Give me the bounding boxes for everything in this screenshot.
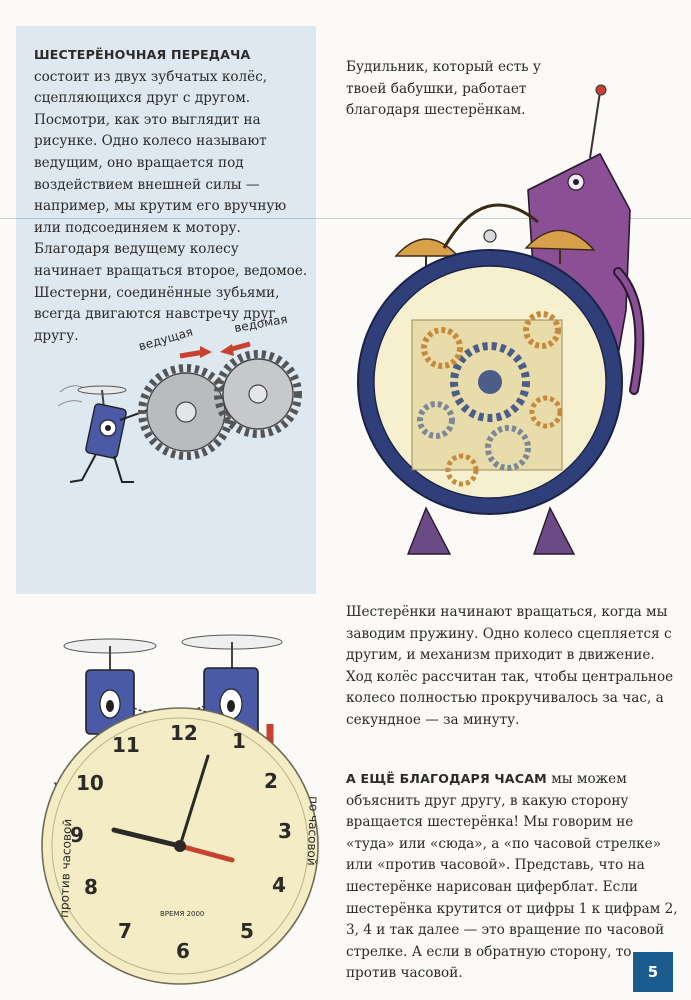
driving-gear-label: ведущая [137, 325, 194, 354]
robot-antenna-icon [589, 84, 607, 159]
mechanism-gears-icon [417, 311, 563, 487]
alarm-clock-caption: Будильник, который есть у твоей бабушки,… [346, 59, 541, 119]
clock-handle-icon [442, 203, 539, 249]
numeral-9: 9 [70, 823, 84, 847]
clock-direction-body: мы можем объяснить друг другу, в какую с… [346, 771, 678, 982]
second-hand [177, 843, 235, 863]
robot-left-icon [85, 669, 135, 735]
alarm-clock-illustration [357, 84, 645, 555]
gear-transmission-body: состоит из двух зубчатых колёс, сцепляющ… [34, 68, 308, 344]
dial-numerals: 12 1 2 3 4 5 6 7 8 9 10 11 [70, 721, 292, 963]
gear-pair-illustration: ведущая ведомая [57, 312, 302, 483]
robot-icon [69, 403, 149, 483]
motion-lines [57, 385, 85, 407]
rotation-arrows [179, 341, 251, 359]
dial-text: ВРЕМЯ 2000 [160, 910, 204, 918]
gear-transmission-text: ШЕСТЕРЁНОЧНАЯ ПЕРЕДАЧА состоит из двух з… [34, 44, 310, 347]
gear-transmission-panel [16, 26, 316, 594]
numeral-12: 12 [170, 721, 198, 745]
numeral-5: 5 [240, 919, 254, 943]
clock-dial-icon [41, 707, 319, 985]
spring-paragraph: Шестерёнки начинают вращаться, когда мы … [346, 604, 674, 728]
clock-dial-illustration: 12 1 2 3 4 5 6 7 8 9 10 11 ВРЕМЯ 2000 пр… [41, 634, 321, 985]
page-number: 5 [633, 952, 673, 992]
driven-gear-icon [214, 350, 302, 438]
numeral-4: 4 [272, 873, 286, 897]
clockwise-label: по часовой [305, 796, 321, 866]
numeral-6: 6 [176, 939, 190, 963]
propeller-right-icon [181, 634, 283, 668]
clock-direction-heading: А ЕЩЁ БЛАГОДАРЯ ЧАСАМ [346, 771, 547, 786]
numeral-1: 1 [232, 729, 246, 753]
hour-hand [111, 827, 183, 849]
propeller-left-icon [63, 638, 157, 672]
bell-right-icon [524, 229, 596, 264]
numeral-3: 3 [278, 819, 292, 843]
numeral-10: 10 [76, 771, 104, 795]
numeral-11: 11 [112, 733, 140, 757]
clock-direction-text: А ЕЩЁ БЛАГОДАРЯ ЧАСАМ мы можем объяснить… [346, 768, 682, 985]
numeral-2: 2 [264, 769, 278, 793]
clock-feet-icon [406, 506, 576, 555]
driven-gear-label: ведомая [233, 312, 288, 335]
fold-line [0, 218, 691, 219]
numeral-8: 8 [84, 875, 98, 899]
minute-hand [178, 754, 210, 848]
counterclockwise-label: против часовой [57, 819, 74, 919]
numeral-7: 7 [118, 919, 132, 943]
gear-transmission-heading: ШЕСТЕРЁНОЧНАЯ ПЕРЕДАЧА [34, 47, 251, 62]
